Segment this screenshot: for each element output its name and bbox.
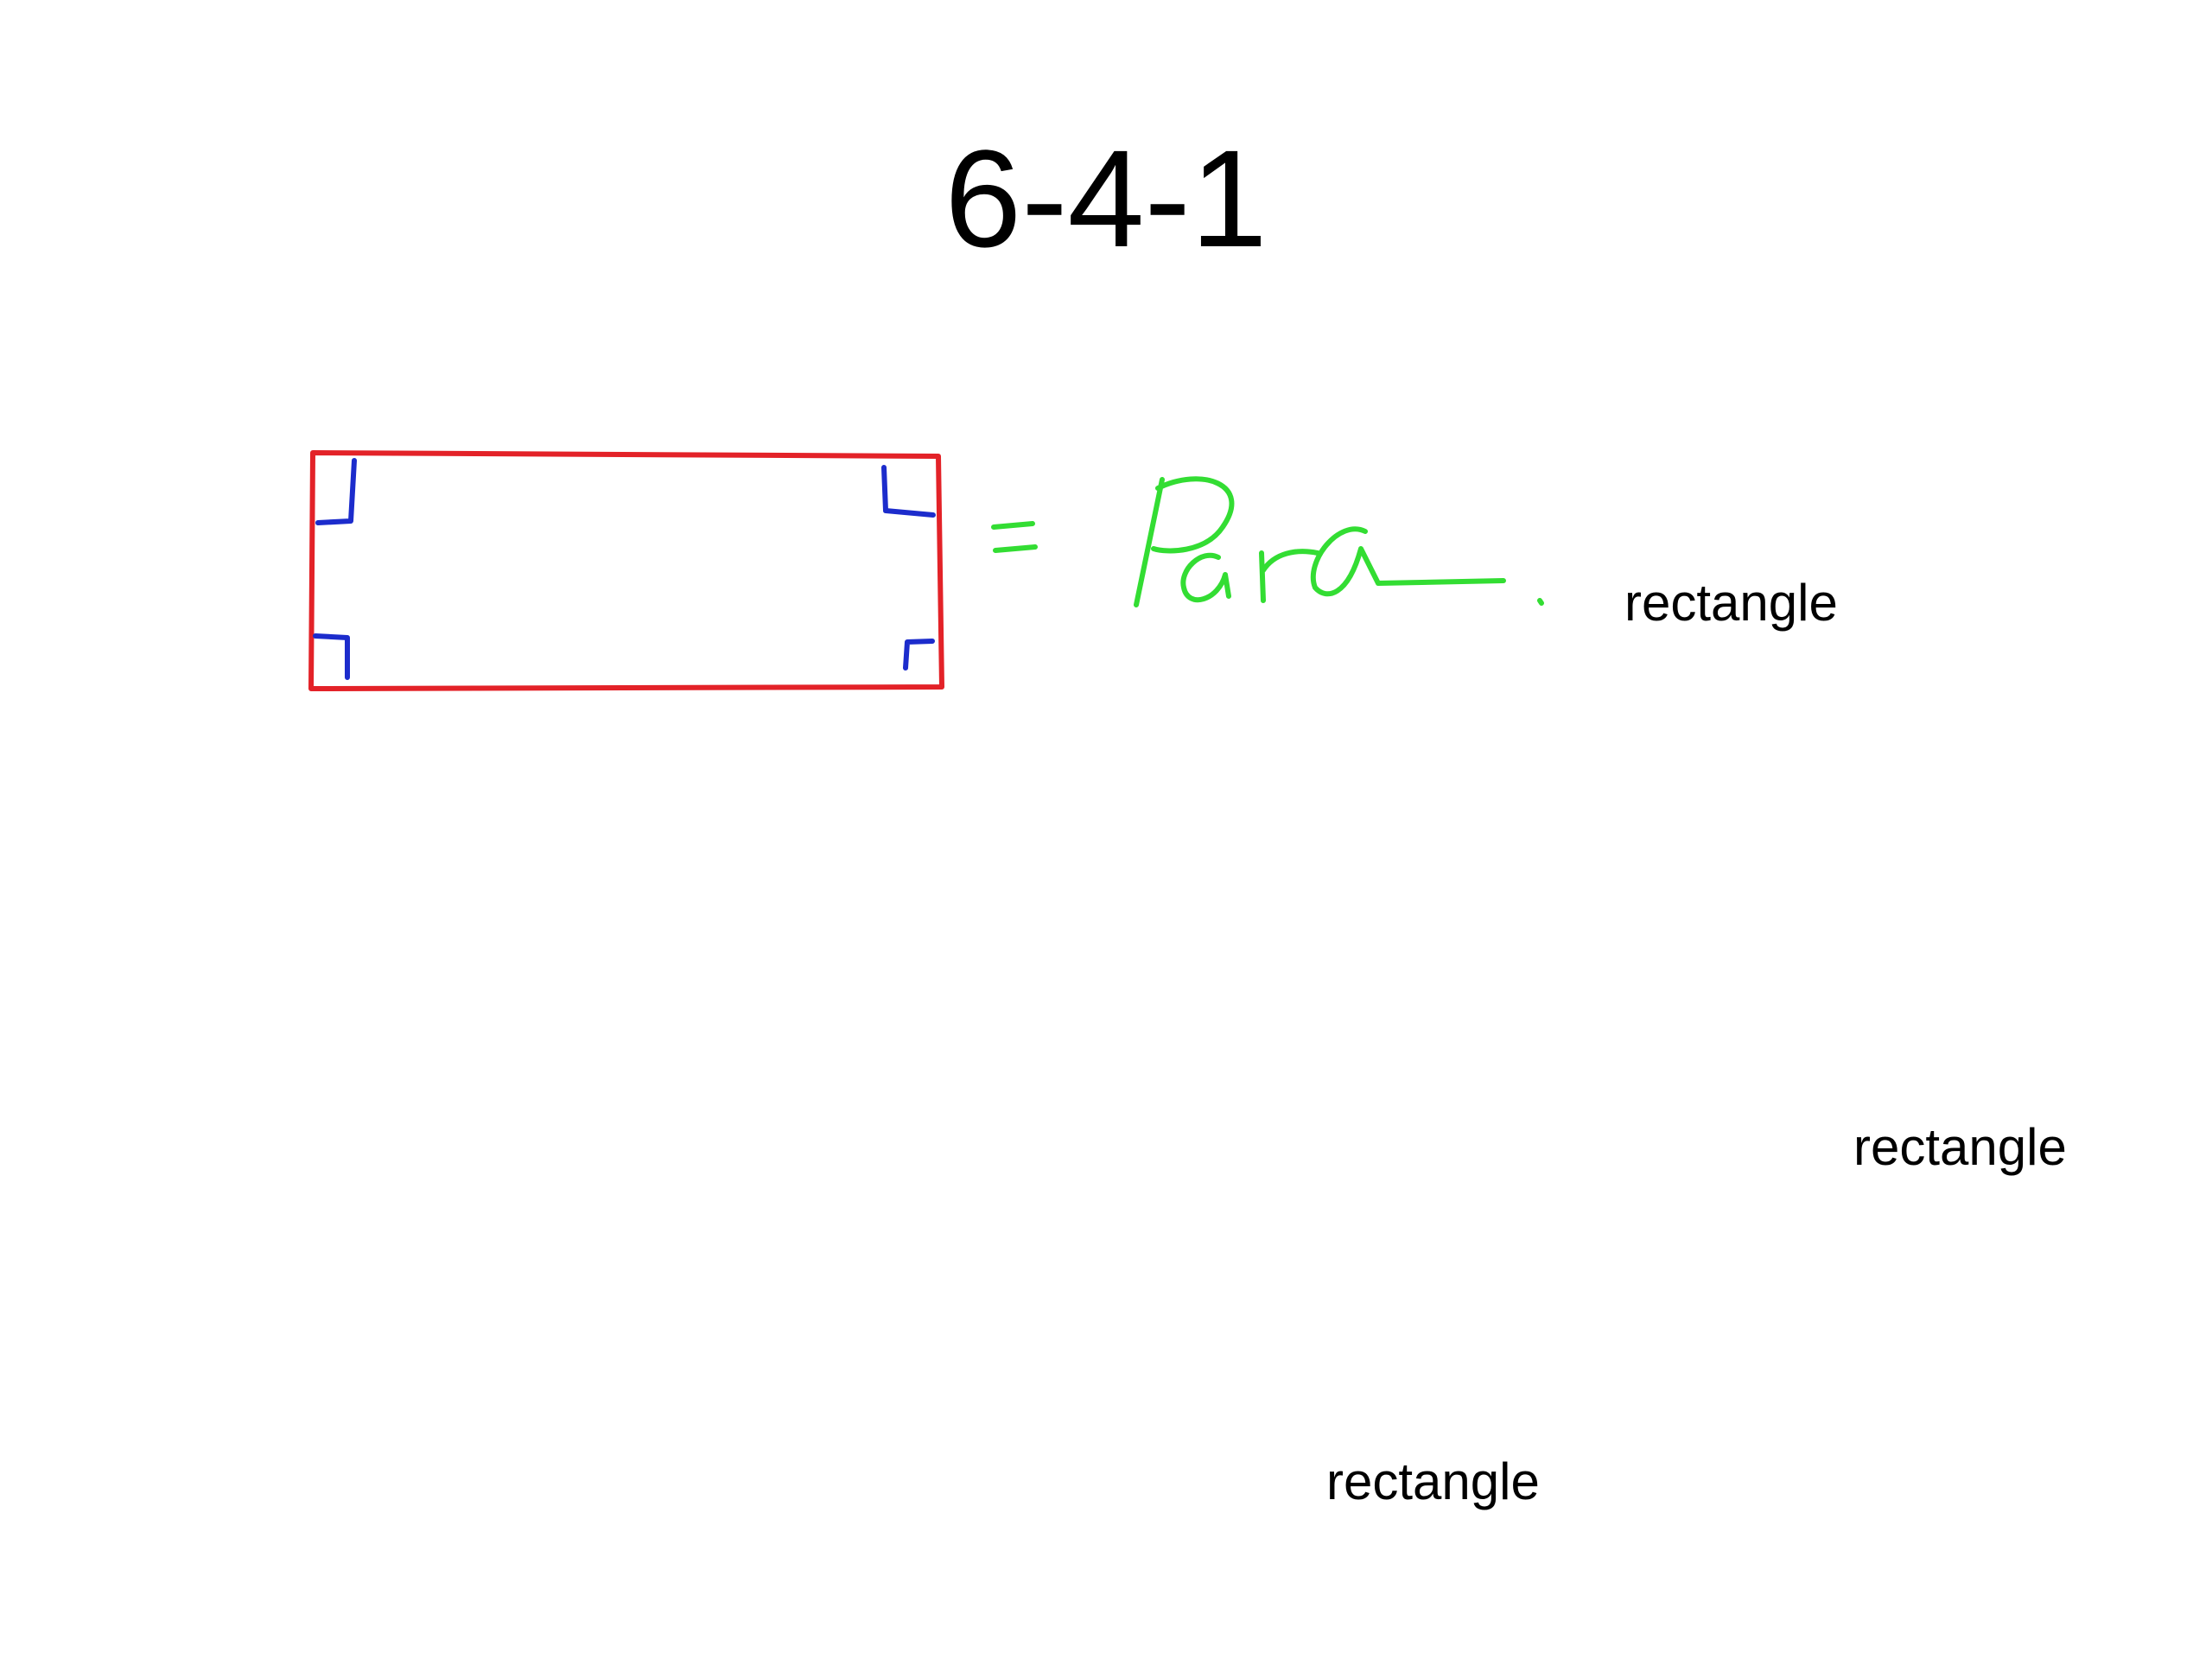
figure-1-label: rectangle [1624,574,1838,632]
rectangle-1-outline [308,450,944,691]
letter-r [1259,549,1320,603]
right-angle-mark [313,633,350,680]
figure-3-label: rectangle [1326,1452,1540,1510]
right-angle-mark [903,639,935,671]
period [1537,598,1544,606]
figure-1 [308,450,1544,691]
rectangle-1-right-angle-marks [313,458,936,680]
right-angle-mark [881,465,936,518]
letter-a [1311,526,1506,597]
letter-P [1134,476,1235,607]
letter-a [1180,552,1231,603]
figure-2-label: rectangle [1853,1118,2067,1176]
right-angle-mark [315,458,357,525]
page-title: 6-4-1 [944,121,1268,276]
handwriting-1 [991,476,1544,607]
equals-sign [991,521,1038,553]
